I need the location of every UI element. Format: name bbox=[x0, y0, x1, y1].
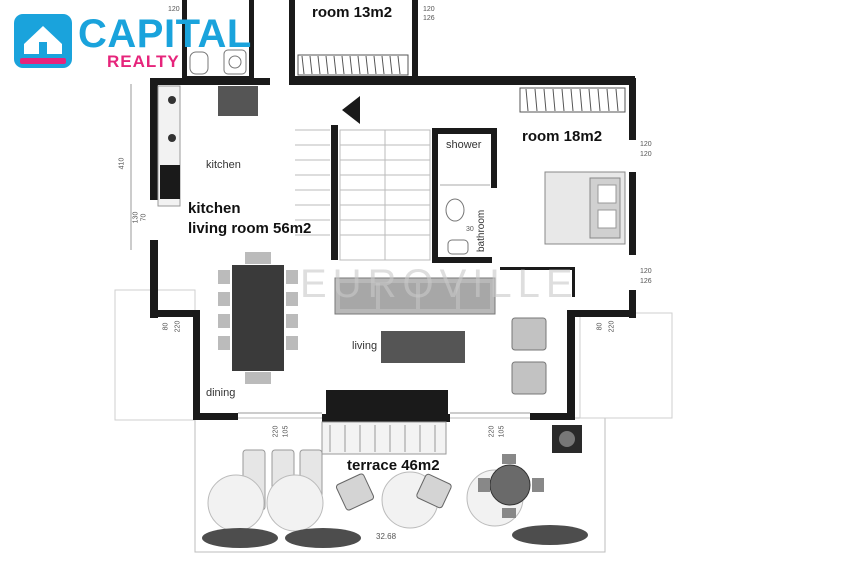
dim-terrace-width: 32.68 bbox=[376, 532, 397, 541]
armchairs bbox=[511, 317, 547, 395]
dim-terrace-door-left-a: 220 bbox=[272, 425, 280, 438]
brand-subtitle: REALTY bbox=[107, 52, 180, 71]
room-13-label: room 13m2 bbox=[312, 4, 393, 21]
dim-right-upper-a: 120 bbox=[640, 141, 652, 148]
terrace-sliding-doors bbox=[238, 412, 530, 455]
dining-label: dining bbox=[206, 387, 236, 399]
bathroom-label: bathroom bbox=[476, 209, 487, 252]
stairs bbox=[295, 129, 431, 261]
tv-unit bbox=[322, 390, 450, 422]
dim-terrace-door-right-a: 220 bbox=[488, 425, 496, 438]
dim-right-lower-d: 220 bbox=[608, 320, 616, 333]
terrace-label: terrace 46m2 bbox=[347, 457, 440, 474]
dim-left-window-a: 130 bbox=[132, 211, 140, 224]
outdoor-dining-set bbox=[478, 454, 544, 518]
dim-top-right-a: 120 bbox=[423, 6, 435, 13]
bed-icon bbox=[544, 171, 626, 245]
watermark: EUROVILLE bbox=[300, 262, 579, 306]
terrace-chairs bbox=[335, 473, 452, 511]
dim-right-lower-a: 120 bbox=[640, 268, 652, 275]
main-walls bbox=[150, 76, 636, 420]
dim-right-lower-b: 126 bbox=[640, 278, 652, 285]
terrace-right-wing bbox=[579, 312, 673, 419]
kitchen-label: kitchen bbox=[188, 200, 241, 217]
sofa-icon bbox=[334, 277, 496, 315]
bathroom-fixtures bbox=[440, 184, 490, 255]
kitchen-counter bbox=[157, 85, 258, 207]
window-openings bbox=[150, 140, 636, 290]
coffee-table bbox=[381, 331, 465, 363]
brand-name: CAPITAL bbox=[78, 12, 252, 56]
dim-right-lower-c: 80 bbox=[596, 322, 604, 331]
interior-walls bbox=[331, 125, 575, 297]
brand-logo: CAPITAL REALTY bbox=[14, 12, 264, 74]
house-icon bbox=[14, 14, 72, 68]
dim-right-upper-b: 120 bbox=[640, 151, 652, 158]
dim-left-side: 410 bbox=[118, 157, 126, 170]
dim-left-window-b: 70 bbox=[140, 213, 148, 222]
top-wc-fixtures bbox=[189, 49, 247, 75]
dim-top-right-b: 126 bbox=[423, 15, 435, 22]
dim-bathroom: 30 bbox=[466, 226, 474, 233]
shower-label: shower bbox=[446, 139, 482, 151]
planters bbox=[202, 525, 588, 548]
bbq-grill bbox=[552, 425, 582, 453]
dim-top-left: 120 bbox=[168, 6, 180, 13]
wardrobe-room-18 bbox=[519, 87, 626, 113]
dining-table bbox=[218, 252, 298, 384]
dim-terrace-door-right-b: 105 bbox=[498, 425, 506, 438]
dim-left-lower-a: 80 bbox=[162, 322, 170, 331]
dim-left-lower-b: 220 bbox=[174, 320, 182, 333]
stair-direction-arrow bbox=[342, 96, 360, 124]
kitchen-small-label: kitchen bbox=[206, 159, 241, 171]
living-label: living bbox=[352, 340, 378, 352]
wardrobe-room-13 bbox=[297, 54, 409, 76]
living-room-label: living room 56m2 bbox=[188, 220, 312, 237]
room-18-label: room 18m2 bbox=[522, 128, 603, 145]
dim-terrace-door-left-b: 105 bbox=[282, 425, 290, 438]
